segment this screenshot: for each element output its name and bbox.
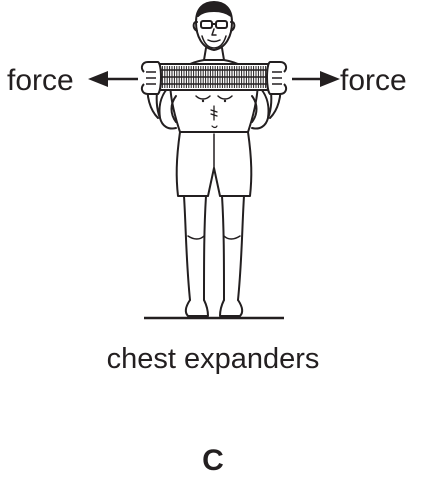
chest-expander-icon (142, 62, 286, 94)
force-label-right: force (340, 64, 407, 98)
man-figure-icon (147, 2, 280, 316)
arrow-right-icon (292, 71, 340, 87)
figure-caption: chest expanders (0, 342, 426, 376)
panel-label: C (0, 444, 426, 478)
force-label-left: force (7, 64, 74, 98)
arrow-left-icon (88, 71, 138, 87)
